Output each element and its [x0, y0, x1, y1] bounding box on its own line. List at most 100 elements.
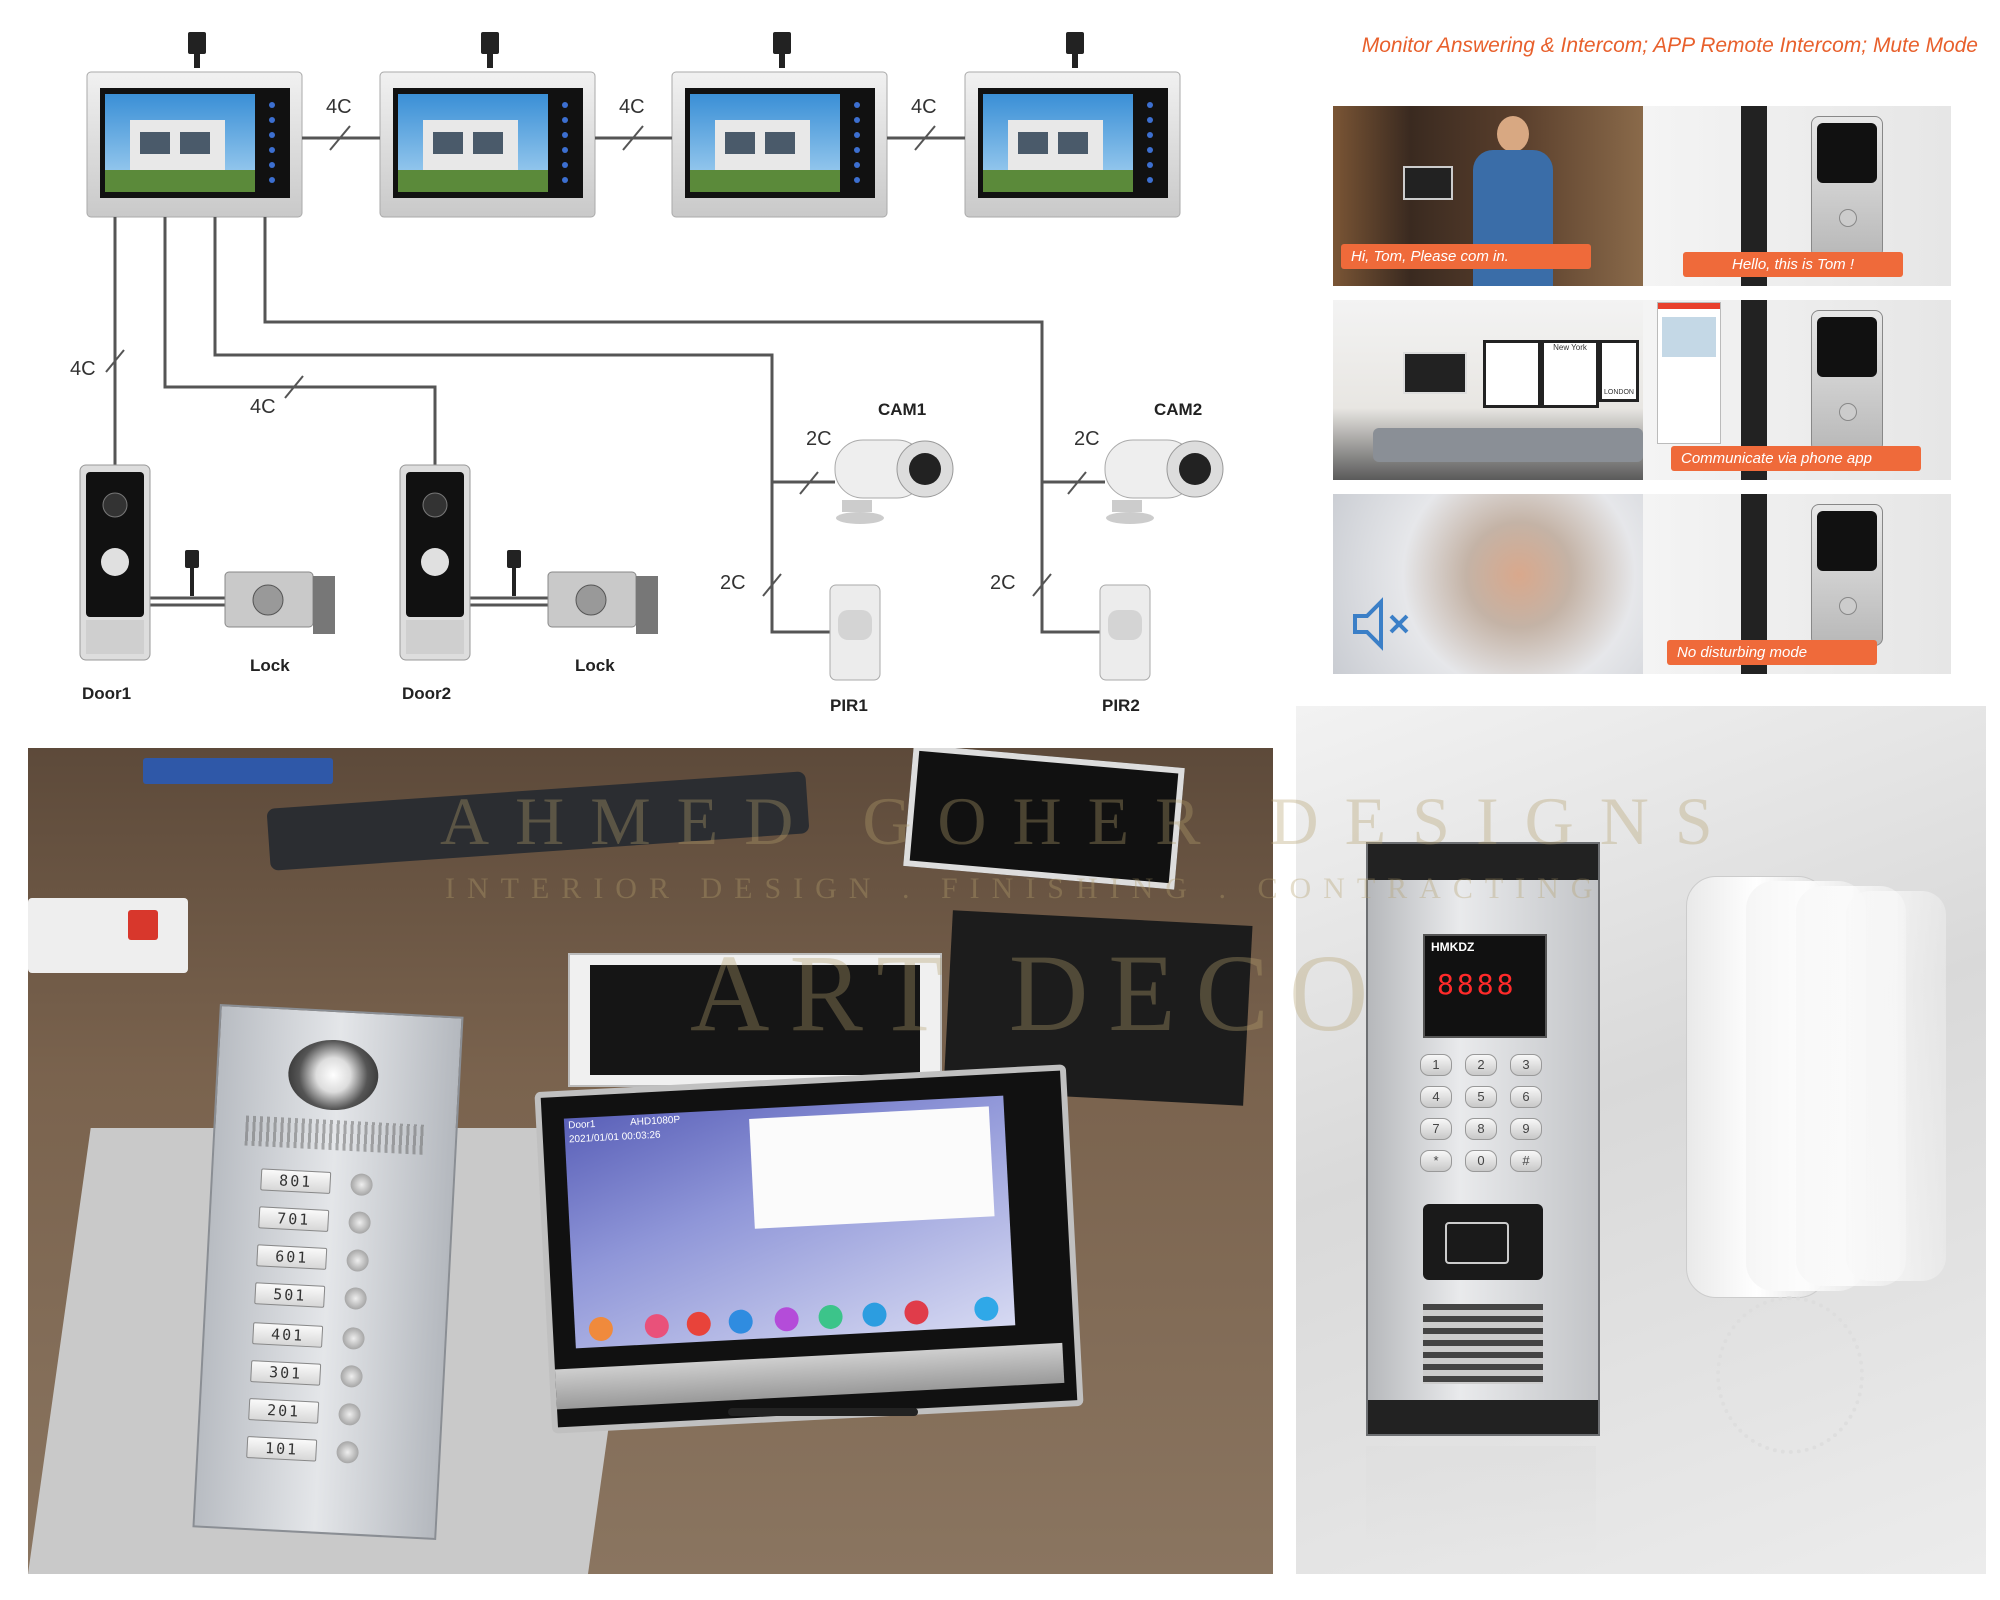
- screen-datetime: 2021/01/01 00:03:26: [568, 1129, 661, 1146]
- screen-resolution: AHD1080P: [629, 1114, 681, 1129]
- keypad-key-7[interactable]: 7: [1420, 1118, 1452, 1140]
- power-adapter-icon: [188, 32, 1084, 68]
- intercom-product: HMKDZ 8888 1 2 3 4 5 6 7 8 9 * 0 #: [1296, 706, 1986, 1574]
- video-record-icon[interactable]: [686, 1311, 712, 1337]
- zoom-icon[interactable]: [973, 1296, 999, 1322]
- keypad-key-9[interactable]: 9: [1510, 1118, 1542, 1140]
- wire-label: 4C: [250, 396, 276, 418]
- blue-sign: [143, 758, 333, 784]
- camera-icon[interactable]: [644, 1313, 670, 1339]
- intercom-icon[interactable]: [774, 1306, 800, 1332]
- wire-label: 4C: [70, 358, 96, 380]
- apartment-door-panel: 801 701 601 501 401 301 201 101: [192, 1003, 464, 1541]
- screen-channel: Door1: [567, 1119, 596, 1132]
- feature-row-mute: No disturbing mode: [1333, 494, 1951, 674]
- monitor-3: [671, 71, 888, 218]
- camera-lens-icon: [286, 1037, 381, 1113]
- led-digits: 8888: [1437, 968, 1517, 1001]
- brand-logo: HMKDZ: [1431, 940, 1475, 954]
- installation-photo: 801 701 601 501 401 301 201 101 Door1 AH…: [28, 748, 1273, 1574]
- rfid-card-reader-icon[interactable]: [1423, 1204, 1543, 1280]
- device-label-lock2: Lock: [575, 656, 615, 675]
- keypad-key-6[interactable]: 6: [1510, 1086, 1542, 1108]
- door-station-image: No disturbing mode: [1643, 494, 1951, 674]
- monitor-switch-icon[interactable]: [817, 1304, 844, 1330]
- device-label-door2: Door2: [402, 684, 452, 703]
- device-label-door1: Door1: [82, 684, 132, 703]
- led-display: HMKDZ 8888: [1423, 934, 1547, 1038]
- apartment-button-label[interactable]: 101: [246, 1436, 318, 1462]
- indoor-monitor: Door1 AHD1080P 2021/01/01 00:03:26: [534, 1064, 1084, 1434]
- panel-reflection: [1366, 1446, 1596, 1556]
- camera-2: [1104, 439, 1224, 524]
- apartment-button-label[interactable]: 401: [252, 1322, 324, 1348]
- apartment-button-label[interactable]: 201: [248, 1398, 320, 1424]
- art-newyork: New York: [1541, 340, 1599, 408]
- features-title: Monitor Answering & Intercom; APP Remote…: [1361, 34, 1978, 57]
- lock-1: [224, 571, 335, 634]
- monitor-screen: Door1 AHD1080P 2021/01/01 00:03:26: [563, 1095, 1016, 1349]
- building-intercom-panel: HMKDZ 8888 1 2 3 4 5 6 7 8 9 * 0 #: [1366, 842, 1600, 1436]
- phone-app-image: Communicate via phone app: [1643, 300, 1951, 480]
- wire-marks: [105, 125, 1087, 597]
- watermark-subtitle: INTERIOR DESIGN . FINISHING . CONTRACTIN…: [445, 872, 1605, 905]
- keypad-key-1[interactable]: 1: [1420, 1054, 1452, 1076]
- pir-sensor-2: [1099, 584, 1151, 681]
- keypad-key-8[interactable]: 8: [1465, 1118, 1497, 1140]
- wire-label: 4C: [911, 96, 937, 118]
- watermark-title: AHMED GOHER DESIGNS: [440, 783, 1739, 859]
- sleeping-couple-image: [1333, 494, 1643, 674]
- caption-greet-right: Hello, this is Tom !: [1683, 252, 1903, 277]
- wire-label: 2C: [990, 572, 1016, 594]
- keypad-key-hash[interactable]: #: [1510, 1150, 1542, 1172]
- feature-row-intercom: Hi, Tom, Please com in. Hello, this is T…: [1333, 106, 1951, 286]
- caption-app: Communicate via phone app: [1671, 446, 1921, 471]
- device-label-lock1: Lock: [250, 656, 290, 675]
- camera-1: [834, 439, 954, 524]
- wiring-svg: [79, 32, 1224, 681]
- answer-call-icon[interactable]: [861, 1302, 888, 1328]
- living-room-image: New York LONDON: [1333, 300, 1643, 480]
- background-monitor: [568, 953, 942, 1087]
- mute-icon: [1353, 597, 1409, 651]
- apartment-button-label[interactable]: 301: [250, 1360, 322, 1386]
- watermark-artdeco: ART DECO: [690, 932, 1389, 1054]
- keypad-key-4[interactable]: 4: [1420, 1086, 1452, 1108]
- device-label-pir1: PIR1: [830, 696, 868, 715]
- wiring-diagram: 4C 4C 4C 4C 4C 2C 2C 2C 2C CAM1 CAM2 Doo…: [20, 20, 1290, 730]
- caption-greet-left: Hi, Tom, Please com in.: [1341, 244, 1591, 269]
- unlock-icon[interactable]: [728, 1309, 754, 1335]
- keypad-key-2[interactable]: 2: [1465, 1054, 1497, 1076]
- door-station-1: [79, 464, 151, 661]
- keypad-key-star[interactable]: *: [1420, 1150, 1452, 1172]
- art-london: LONDON: [1599, 340, 1639, 402]
- lock-2: [547, 571, 658, 634]
- monitor-1: [86, 71, 303, 218]
- wire-label: 4C: [326, 96, 352, 118]
- wire-label: 2C: [1074, 428, 1100, 450]
- power-adapter-icon: [185, 550, 521, 596]
- door-station-image: Hello, this is Tom !: [1643, 106, 1951, 286]
- device-label-pir2: PIR2: [1102, 696, 1140, 715]
- power-strip: [28, 898, 188, 973]
- device-label-cam1: CAM1: [878, 400, 927, 419]
- feature-row-app: New York LONDON Communicate via phone ap…: [1333, 300, 1951, 480]
- back-icon[interactable]: [588, 1316, 614, 1342]
- keypad-key-5[interactable]: 5: [1465, 1086, 1497, 1108]
- handset-phone: [1846, 891, 1946, 1281]
- speaker-grille: [1423, 1304, 1543, 1384]
- apartment-button-label[interactable]: 501: [254, 1282, 326, 1308]
- hang-up-icon[interactable]: [903, 1299, 930, 1326]
- apartment-button-label[interactable]: 801: [260, 1168, 332, 1195]
- apartment-button-label[interactable]: 601: [256, 1244, 328, 1270]
- caption-mute: No disturbing mode: [1667, 640, 1877, 665]
- device-label-cam2: CAM2: [1154, 400, 1203, 419]
- apartment-button-label[interactable]: 701: [258, 1206, 330, 1232]
- coiled-cord: [1716, 1296, 1864, 1454]
- keypad-key-0[interactable]: 0: [1465, 1150, 1497, 1172]
- features-panel: Monitor Answering & Intercom; APP Remote…: [1320, 20, 1980, 680]
- man-at-monitor-image: Hi, Tom, Please com in.: [1333, 106, 1643, 286]
- monitor-4: [964, 71, 1181, 218]
- keypad-key-3[interactable]: 3: [1510, 1054, 1542, 1076]
- pir-sensor-1: [829, 584, 881, 681]
